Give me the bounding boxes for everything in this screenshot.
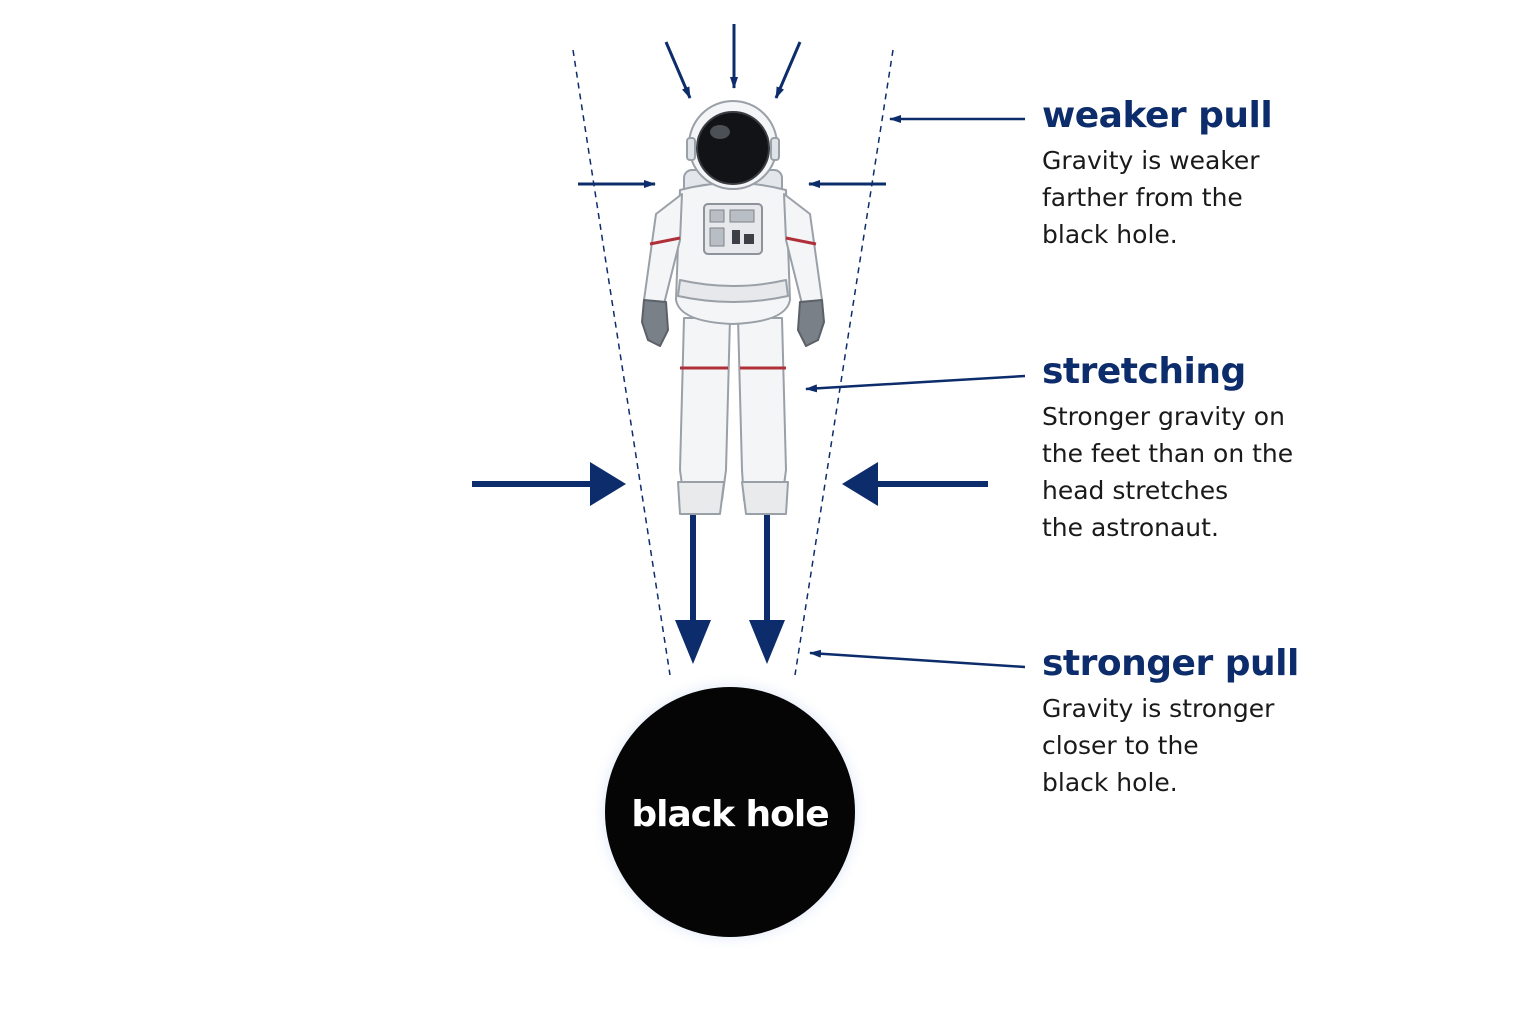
astronaut-icon <box>641 100 825 515</box>
left-leg <box>679 317 731 501</box>
belt <box>677 279 789 303</box>
arrow-icon <box>664 41 692 99</box>
funnel-left-line <box>572 49 671 676</box>
top-arrows <box>664 24 802 99</box>
arrow-icon <box>842 462 878 506</box>
stretching-callout: stretching Stronger gravity on the feet … <box>1042 352 1502 546</box>
funnel-right-line <box>794 49 894 676</box>
weaker-pull-callout: weaker pull Gravity is weaker farther fr… <box>1042 96 1502 253</box>
callout-leaders <box>805 115 1026 669</box>
stronger-pull-title: stronger pull <box>1042 643 1299 684</box>
stronger-pull-callout: stronger pull Gravity is stronger closer… <box>1042 644 1502 801</box>
arrow-icon <box>749 620 785 664</box>
left-boot <box>677 481 725 515</box>
stretching-leader <box>805 374 1026 393</box>
right-leg <box>737 317 787 501</box>
right-glove <box>797 299 825 347</box>
black-hole-label: black hole <box>631 794 828 835</box>
stretching-text: Stronger gravity on the feet than on the… <box>1042 401 1294 542</box>
black-hole-body <box>605 687 855 937</box>
stronger-pull-leader <box>809 649 1026 669</box>
right-boot <box>741 481 789 515</box>
weaker-pull-text: Gravity is weaker farther from the black… <box>1042 145 1260 249</box>
arrow-icon <box>590 462 626 506</box>
black-hole: black hole <box>590 672 870 952</box>
weaker-pull-title: weaker pull <box>1042 95 1273 136</box>
left-glove <box>641 299 669 347</box>
arrow-icon <box>774 41 802 99</box>
helmet-visor <box>696 111 770 185</box>
arrow-icon <box>675 620 711 664</box>
stronger-pull-text: Gravity is stronger closer to the black … <box>1042 693 1275 797</box>
lower-squeeze-arrows <box>472 462 988 506</box>
stretching-title: stretching <box>1042 351 1246 392</box>
